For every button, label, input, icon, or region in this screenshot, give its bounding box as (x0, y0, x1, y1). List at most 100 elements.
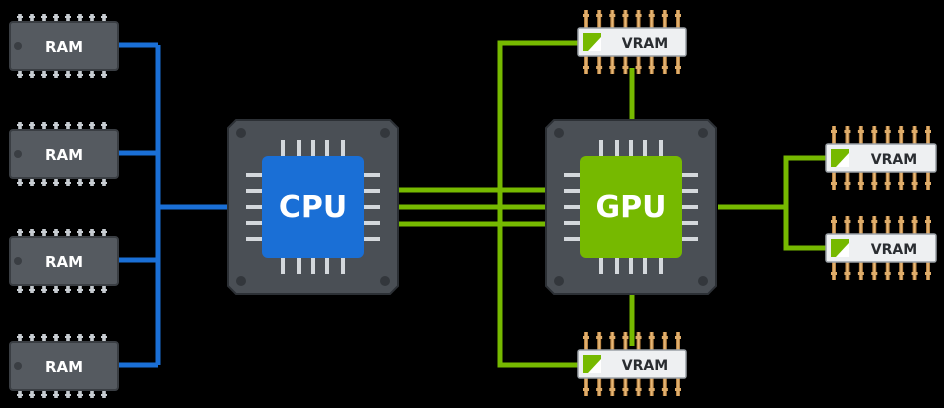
ram-pin (18, 229, 22, 239)
ram-module: RAM (9, 334, 119, 398)
ram-pin (65, 336, 71, 338)
ram-pin (53, 16, 59, 18)
vram-pin (609, 388, 616, 391)
vram-pin (649, 10, 654, 28)
ram-pin (53, 289, 59, 291)
ram-pin (65, 124, 71, 126)
vram-pin (636, 378, 641, 396)
ram-pin (30, 176, 34, 186)
vram-pin (898, 220, 905, 223)
ram-pin (78, 176, 82, 186)
vram-pin (925, 182, 931, 185)
ram-pin (102, 283, 106, 293)
die-pin (311, 256, 315, 274)
gpu-label: GPU (596, 190, 667, 225)
vram-pin (584, 10, 588, 28)
die-pin (362, 205, 380, 209)
ram-notch (14, 257, 22, 265)
vram-bus-left-loop (497, 40, 582, 368)
ram-pin (78, 388, 82, 398)
vram-pin (857, 130, 864, 133)
vram-pin (584, 332, 588, 350)
ram-pin (77, 289, 83, 291)
vram-label: VRAM (871, 152, 917, 168)
vram-pin (597, 332, 602, 350)
ram-pin (42, 229, 46, 239)
ram-pin (90, 388, 94, 398)
die-pin (643, 140, 647, 158)
green-slash-logo-icon (831, 239, 849, 257)
ram-pin (78, 68, 82, 78)
ram-body (9, 236, 119, 286)
vram-body (577, 27, 687, 57)
vram-pin (661, 14, 668, 17)
ram-pin (41, 336, 47, 338)
vram-pin (831, 182, 837, 185)
ram-pin (77, 336, 83, 338)
vram-pin (858, 172, 863, 190)
vram-pin (648, 14, 655, 17)
vram-pin (899, 216, 904, 234)
die-pin (564, 205, 582, 209)
die-pin (341, 256, 345, 274)
vram-pin (610, 378, 615, 396)
vram-pin (597, 10, 602, 28)
die-pin (341, 140, 345, 158)
vram-pin (884, 130, 891, 133)
vram-pin (635, 336, 642, 339)
ram-pin (77, 231, 83, 233)
die-pin (680, 205, 698, 209)
die-pin (246, 205, 264, 209)
vram-pin (675, 336, 681, 339)
ram-pin (90, 14, 94, 24)
ram-pin (17, 336, 23, 338)
ram-pin (78, 122, 82, 132)
ram-pin (42, 283, 46, 293)
ram-pin (29, 231, 35, 233)
vram-pin (609, 14, 616, 17)
vram-pin (583, 14, 589, 17)
vram-pin (596, 66, 603, 69)
ram-pin (53, 231, 59, 233)
vram-pin (832, 216, 836, 234)
vram-pin (871, 220, 878, 223)
cpu-die-pins (246, 140, 380, 274)
vram-bus-right-branch (718, 155, 826, 210)
ram-pin (30, 283, 34, 293)
ram-label: RAM (45, 253, 83, 271)
vram-pin (844, 220, 851, 223)
logo-slash (588, 359, 601, 373)
die-pin (564, 221, 582, 225)
ram-pin (102, 122, 106, 132)
die-pin (643, 256, 647, 274)
vram-pin (898, 182, 905, 185)
ram-pin (17, 16, 23, 18)
ram-pin (53, 336, 59, 338)
die-pin (281, 140, 285, 158)
cpu-label: CPU (279, 190, 347, 225)
vram-pin (649, 378, 654, 396)
vram-module: VRAM (825, 126, 937, 190)
vram-pin (596, 388, 603, 391)
ram-pin (65, 16, 71, 18)
gpu-chip: GPU (545, 119, 717, 295)
ram-pin (41, 394, 47, 396)
cpu-package-notch (236, 276, 246, 286)
vram-pin (858, 126, 863, 144)
ram-pin (17, 394, 23, 396)
vram-pin (623, 378, 628, 396)
ram-pin (30, 388, 34, 398)
ram-body (9, 21, 119, 71)
ram-pin (90, 176, 94, 186)
die-pin (362, 237, 380, 241)
vram-pin (912, 262, 917, 280)
vram-pin (676, 10, 680, 28)
vram-pin (635, 14, 642, 17)
vram-pin (676, 378, 680, 396)
vram-pin (597, 56, 602, 74)
ram-pin (65, 394, 71, 396)
ram-pin (54, 334, 58, 344)
vram-pin (899, 126, 904, 144)
vram-label: VRAM (622, 36, 668, 52)
